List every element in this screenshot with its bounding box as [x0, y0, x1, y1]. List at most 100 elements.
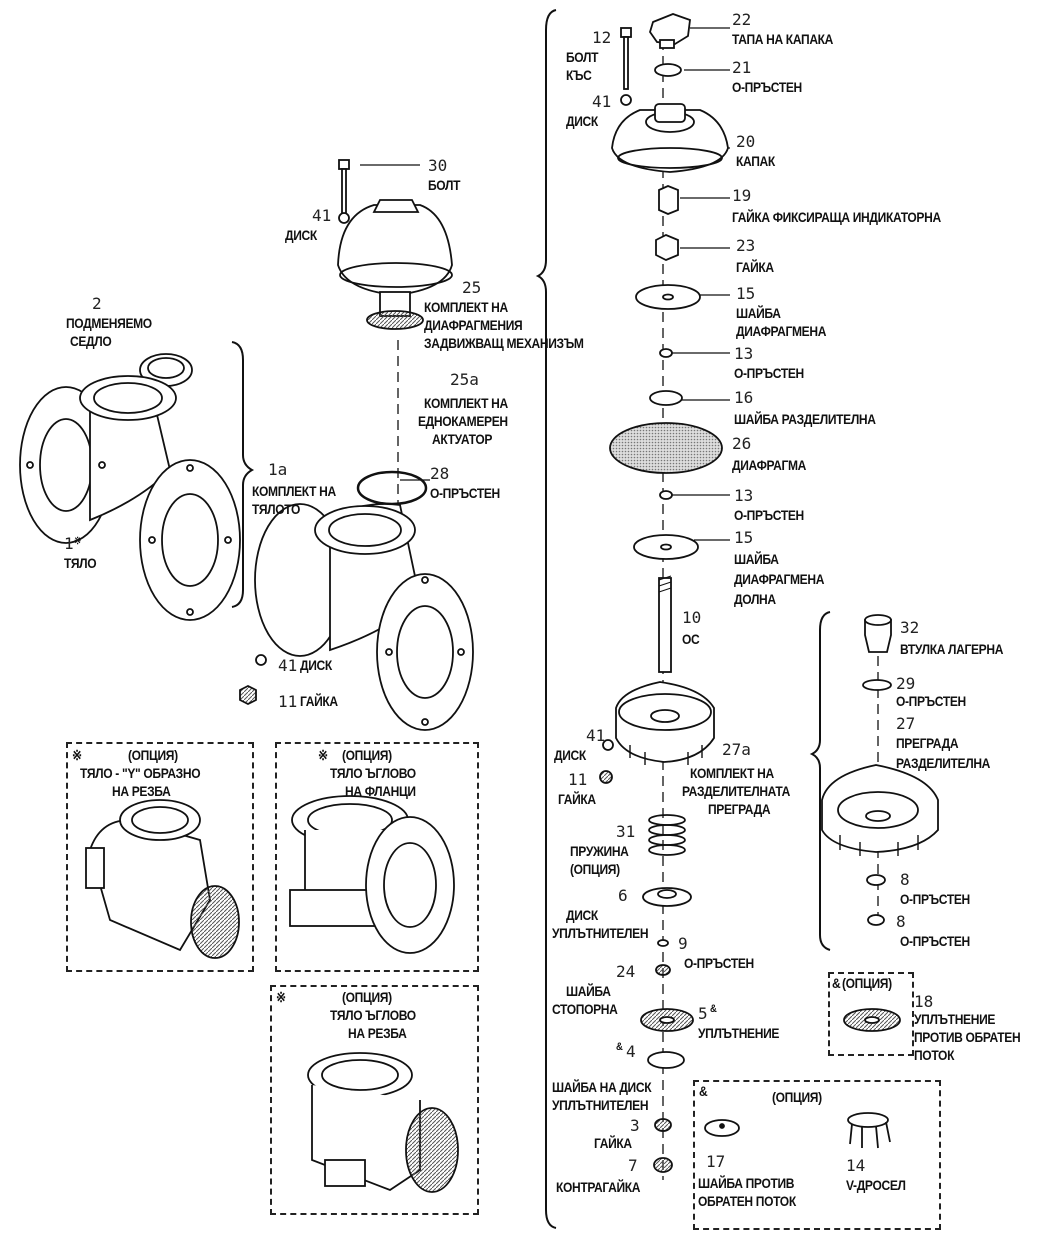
part-sup-1: ※: [74, 536, 81, 547]
part-number-12: 12: [592, 28, 612, 47]
part-number-18: 18: [914, 992, 934, 1011]
part-number-2: 2: [92, 294, 102, 313]
part-name-1a: КОМПЛЕКТ НА: [252, 483, 336, 499]
actuator-diaphragm: [366, 310, 424, 330]
o-ring-9: [657, 939, 669, 947]
part-number-4: 4: [626, 1042, 636, 1061]
part-number-13b: 13: [734, 486, 754, 505]
part-number-24: 24: [616, 962, 636, 981]
part-name-11a: ГАЙКА: [558, 791, 596, 807]
part-name-1: ТЯЛО: [64, 555, 97, 571]
part-name-27a-2: РАЗДЕЛИТЕЛНАТА: [682, 783, 791, 799]
part-name-41a: ДИСК: [566, 113, 598, 129]
part-name-25a-2: ЕДНОКАМЕРЕН: [418, 413, 508, 429]
part-name-23: ГАЙКА: [736, 259, 774, 275]
option-box-angle-flange: [275, 742, 479, 972]
o-ring-13-upper: [659, 348, 673, 358]
part-number-31: 31: [616, 822, 636, 841]
part-name-32: ВТУЛКА ЛАГЕРНА: [900, 641, 1004, 657]
part-name-29: О-ПРЪСТЕН: [896, 693, 966, 709]
option-box-17-14: [693, 1080, 941, 1230]
part-name-17: ШАЙБА ПРОТИВ: [698, 1175, 795, 1191]
part-sup-4: &: [616, 1041, 623, 1053]
part-number-23: 23: [736, 236, 756, 255]
part-name-22: ТАПА НА КАПАКА: [732, 31, 834, 47]
part-name-13b: О-ПРЪСТЕН: [734, 507, 804, 523]
angle-flange-body-drawing: [289, 795, 455, 954]
option-mark-17: &: [699, 1083, 708, 1099]
part-number-11b: 11: [278, 692, 298, 711]
part-name-8a: О-ПРЪСТЕН: [900, 891, 970, 907]
option-line2-af: НА ФЛАНЦИ: [345, 783, 416, 799]
diaphragm-26: [609, 422, 723, 474]
part-name-25a: КОМПЛЕКТ НА: [424, 395, 508, 411]
part-number-6: 6: [618, 886, 628, 905]
part-name-18-3: ПОТОК: [914, 1047, 955, 1063]
option-line2-at: НА РЕЗБА: [348, 1025, 407, 1041]
option-mark-18: &: [832, 975, 841, 991]
part-number-5: 5: [698, 1004, 708, 1023]
part-number-9: 9: [678, 934, 688, 953]
bolt-12: [620, 27, 632, 38]
disc-41d: [255, 654, 267, 666]
o-ring-21: [654, 63, 682, 77]
part-name-7: КОНТРАГАЙКА: [556, 1179, 641, 1195]
part-name-27a-3: ПРЕГРАДА: [708, 801, 771, 817]
shaft-10: [658, 577, 672, 673]
option-box-18: [828, 972, 914, 1056]
nut-23: [655, 234, 679, 261]
part-name-17-2: ОБРАТЕН ПОТОК: [698, 1193, 796, 1209]
nut-11a: [599, 770, 613, 784]
body-1: [19, 375, 241, 621]
disc-41b: [338, 212, 350, 224]
part-name-41c: ДИСК: [554, 747, 586, 763]
spring-31: [648, 814, 686, 856]
part-name-16: ШАЙБА РАЗДЕЛИТЕЛНА: [734, 411, 876, 427]
part-name-21: О-ПРЪСТЕН: [732, 79, 802, 95]
disc-41c: [602, 739, 614, 751]
part-number-41d: 41: [278, 656, 298, 675]
part-number-41a: 41: [592, 92, 612, 111]
part-name-10: ОС: [682, 631, 700, 647]
part-name-15a-2: ДИАФРАГМЕНА: [736, 323, 827, 339]
part-number-25: 25: [462, 278, 482, 297]
part-name-25-2: ДИАФРАГМЕНИЯ: [424, 317, 523, 333]
part-number-32: 32: [900, 618, 920, 637]
part-name-27-2: РАЗДЕЛИТЕЛНА: [896, 755, 991, 771]
v-port-14: [847, 1112, 891, 1149]
part-number-14: 14: [846, 1156, 866, 1175]
part-name-11b: ГАЙКА: [300, 693, 338, 709]
part-name-4-2: УПЛЪТНИТЕЛЕН: [552, 1097, 649, 1113]
part-name-9: О-ПРЪСТЕН: [684, 955, 754, 971]
part-name-12: БОЛТ: [566, 49, 599, 65]
part-number-10: 10: [682, 608, 702, 627]
option-line2-y: НА РЕЗБА: [112, 783, 171, 799]
option-title-y: (ОПЦИЯ): [128, 747, 178, 763]
assembly-brace-main: [535, 9, 557, 1229]
part-number-21: 21: [732, 58, 752, 77]
part-name-24-2: СТОПОРНА: [552, 1001, 618, 1017]
part-name-5: УПЛЪТНЕНИЕ: [698, 1025, 780, 1041]
body-1a: [254, 503, 474, 731]
o-ring-8b: [867, 914, 885, 926]
part-name-24: ШАЙБА: [566, 983, 611, 999]
part-name-4: ШАЙБА НА ДИСК: [552, 1079, 652, 1095]
option-line1-y: ТЯЛО - "Y" ОБРАЗНО: [80, 765, 201, 781]
part-name-25-3: ЗАДВИЖВАЩ МЕХАНИЗЪМ: [424, 335, 584, 351]
cover-20: [611, 109, 729, 173]
assembly-brace-partition: [809, 611, 831, 951]
part-name-6-2: УПЛЪТНИТЕЛЕН: [552, 925, 649, 941]
option-box-angle-thread: [270, 985, 479, 1215]
part-number-11a: 11: [568, 770, 588, 789]
cap-plug: [649, 13, 691, 45]
part-number-19: 19: [732, 186, 752, 205]
option-box-y-body: [66, 742, 254, 972]
option-title-17: (ОПЦИЯ): [772, 1089, 822, 1105]
part-number-41c: 41: [586, 726, 606, 745]
part-number-13a: 13: [734, 344, 754, 363]
locknut-7: [653, 1157, 673, 1173]
part-name-26: ДИАФРАГМА: [732, 457, 807, 473]
y-body-drawing: [85, 799, 240, 959]
o-ring-29: [862, 679, 892, 691]
part-name-19: ГАЙКА ФИКСИРАЩА ИНДИКАТОРНА: [732, 209, 941, 225]
